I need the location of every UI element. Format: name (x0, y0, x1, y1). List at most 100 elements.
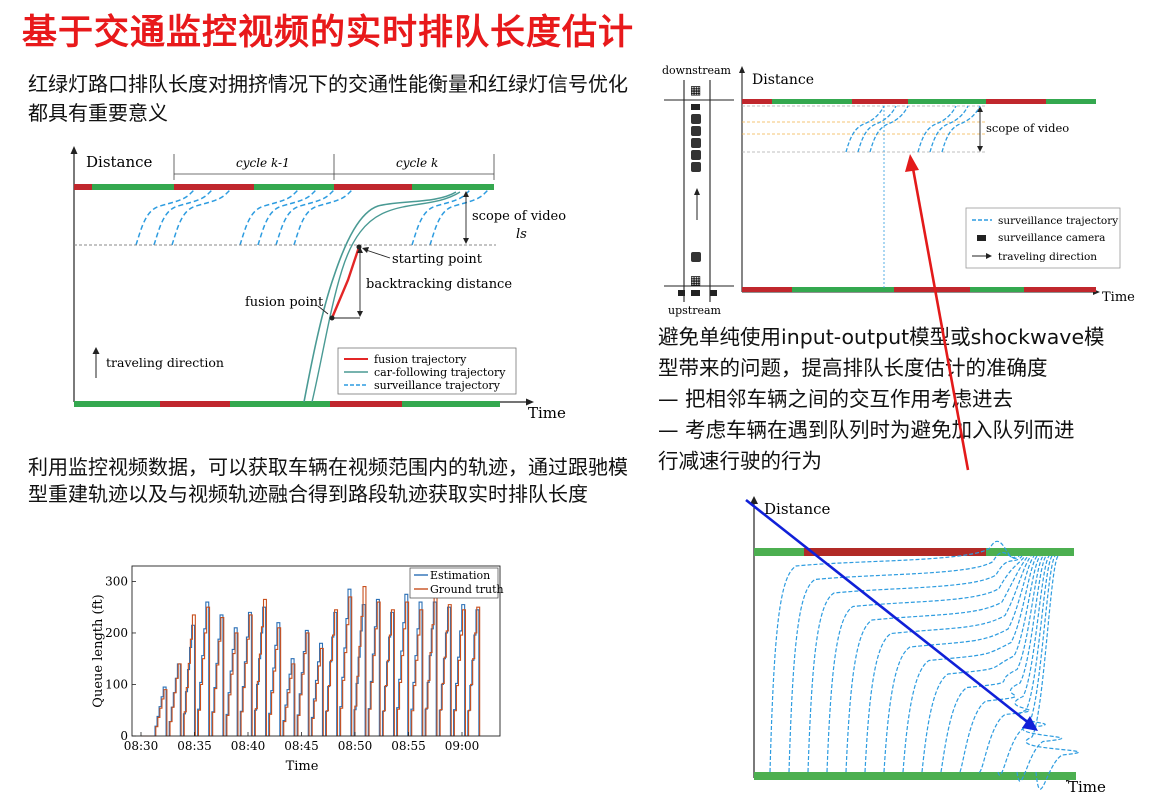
top-signal-red-3 (334, 184, 412, 190)
legend-surveillance-label: surveillance trajectory (374, 379, 501, 392)
bottom-signal-green-2 (230, 401, 330, 407)
video-scope-diagram: downstream upstream ▦ ▦ Distance Time sc… (662, 64, 1135, 317)
vehicle-icon (691, 252, 701, 262)
cycle-cur-label: cycle k (396, 156, 438, 170)
fig2-surveillance-trajectory (845, 105, 885, 153)
backtracking-label: backtracking distance (366, 277, 512, 292)
surveillance-trajectory (293, 183, 357, 246)
improvement-line-4: — 考虑车辆在遇到队列时为避免加入队列而进 (658, 418, 1075, 442)
intro-paragraph: 红绿灯路口排队长度对拥挤情况下的交通性能衡量和红绿灯信号优化都具有重要意义 (28, 72, 628, 125)
fusion-trajectory (330, 246, 361, 319)
fig3-bottom-green (754, 772, 1076, 780)
x-tick-label: 08:30 (124, 739, 159, 753)
deceleration-trajectory (1025, 555, 1080, 790)
camera-icon-left (678, 290, 685, 296)
x-tick-label: 09:00 (445, 739, 480, 753)
fig2-bottom-green-2 (970, 287, 1024, 292)
fig3-trajectories (769, 540, 1080, 790)
downstream-label: downstream (662, 64, 732, 77)
fig2-surveillance-trajectories (845, 105, 981, 153)
camera-icon-right (710, 290, 717, 296)
x-tick-label: 08:35 (177, 739, 212, 753)
fig2-legend-dir-label: traveling direction (998, 251, 1097, 263)
starting-point-label: starting point (392, 252, 483, 267)
fig3-y-label: Distance (764, 500, 831, 518)
vehicle-icon (691, 114, 701, 124)
fig1-y-label: Distance (86, 153, 153, 171)
vehicle-icon (691, 162, 701, 172)
legend-car-following-label: car-following trajectory (374, 366, 506, 379)
bottom-signal-green-3 (402, 401, 500, 407)
deceleration-trajectory (788, 551, 1020, 773)
deceleration-trajectory (902, 555, 1038, 773)
starting-point-pointer-head (362, 247, 369, 253)
camera-icon-top (691, 104, 700, 110)
fig2-top-red-3 (986, 99, 1046, 104)
deceleration-trajectory (826, 555, 1026, 773)
x-tick-label: 08:55 (391, 739, 426, 753)
fig2-bottom-green-1 (792, 287, 894, 292)
legend-fusion-label: fusion trajectory (374, 353, 467, 366)
scope-arrow-up (463, 191, 469, 197)
x-tick-label: 08:45 (284, 739, 319, 753)
improvement-paragraph: 避免单纯使用input-output模型或shockwave模 型带来的问题，提… (658, 322, 1158, 477)
legend-estimation-label: Estimation (430, 569, 490, 582)
x-axis-arrow (526, 398, 534, 406)
fig1-x-label: Time (528, 404, 566, 422)
starting-point-pointer (365, 249, 391, 259)
cycle-prev-label: cycle k-1 (236, 156, 290, 170)
backtrack-arrow-down (357, 311, 363, 317)
chart-frame (131, 565, 501, 737)
fusion-point-marker (329, 315, 335, 321)
deceleration-trajectory (921, 555, 1041, 773)
vehicle-icon (691, 150, 701, 160)
fig2-surveillance-trajectory (917, 105, 957, 153)
chart-x-label: Time (286, 759, 319, 774)
surveillance-trajectory (429, 183, 493, 246)
legend-ground-truth-label: Ground truth (430, 583, 504, 596)
improvement-line-5: 行减速行驶的行为 (658, 449, 822, 473)
fig2-legend-traj-label: surveillance trajectory (998, 215, 1118, 227)
y-tick-label: 0 (120, 729, 128, 743)
fig2-scope-arrow-up (977, 106, 983, 112)
surveillance-trajectory (171, 183, 235, 246)
fig3-x-label: Time (1068, 778, 1106, 796)
fig2-top-green-1 (772, 99, 852, 104)
y-axis-arrow (70, 146, 78, 154)
scope-arrow-down (463, 238, 469, 244)
chart-legend-box (409, 567, 499, 599)
deceleration-trajectory (940, 555, 1044, 773)
method-paragraph: 利用监控视频数据，可以获取车辆在视频范围内的轨迹，通过跟驰模型重建轨迹以及与视频… (28, 455, 628, 506)
fig2-top-red-2 (852, 99, 908, 104)
chart-series-group (141, 586, 481, 737)
deceleration-trajectory (864, 555, 1032, 773)
fig1-legend-box (337, 347, 517, 395)
deceleration-trajectory (959, 555, 1047, 773)
deceleration-trajectory (845, 555, 1029, 773)
surveillance-trajectory (275, 183, 339, 246)
bottom-signal-red-2 (330, 401, 402, 407)
fig2-bottom-red-1 (742, 287, 792, 292)
fig2-top-green-3 (1046, 99, 1096, 104)
fusion-point-label: fusion point (245, 295, 324, 310)
vehicle-icon (691, 126, 701, 136)
bottom-signal-green-1 (74, 401, 160, 407)
car-following-trajectory-2 (311, 191, 461, 403)
fig3-top-green-1 (754, 548, 804, 556)
fig2-surveillance-trajectory (941, 105, 981, 153)
car-following-trajectory (303, 191, 457, 403)
travel-direction-arrow-head (92, 347, 100, 354)
estimation-line (141, 588, 480, 737)
fig2-top-red-1 (742, 99, 772, 104)
surveillance-trajectory (239, 183, 303, 246)
scope-label: scope of video (472, 209, 566, 224)
queued-vehicles (691, 114, 701, 262)
fig2-surveillance-trajectory (857, 105, 897, 153)
x-tick-label: 08:40 (231, 739, 266, 753)
deceleration-trajectory (1016, 555, 1063, 782)
fig3-plot-bg (754, 550, 1074, 772)
surveillance-trajectories (135, 183, 493, 246)
